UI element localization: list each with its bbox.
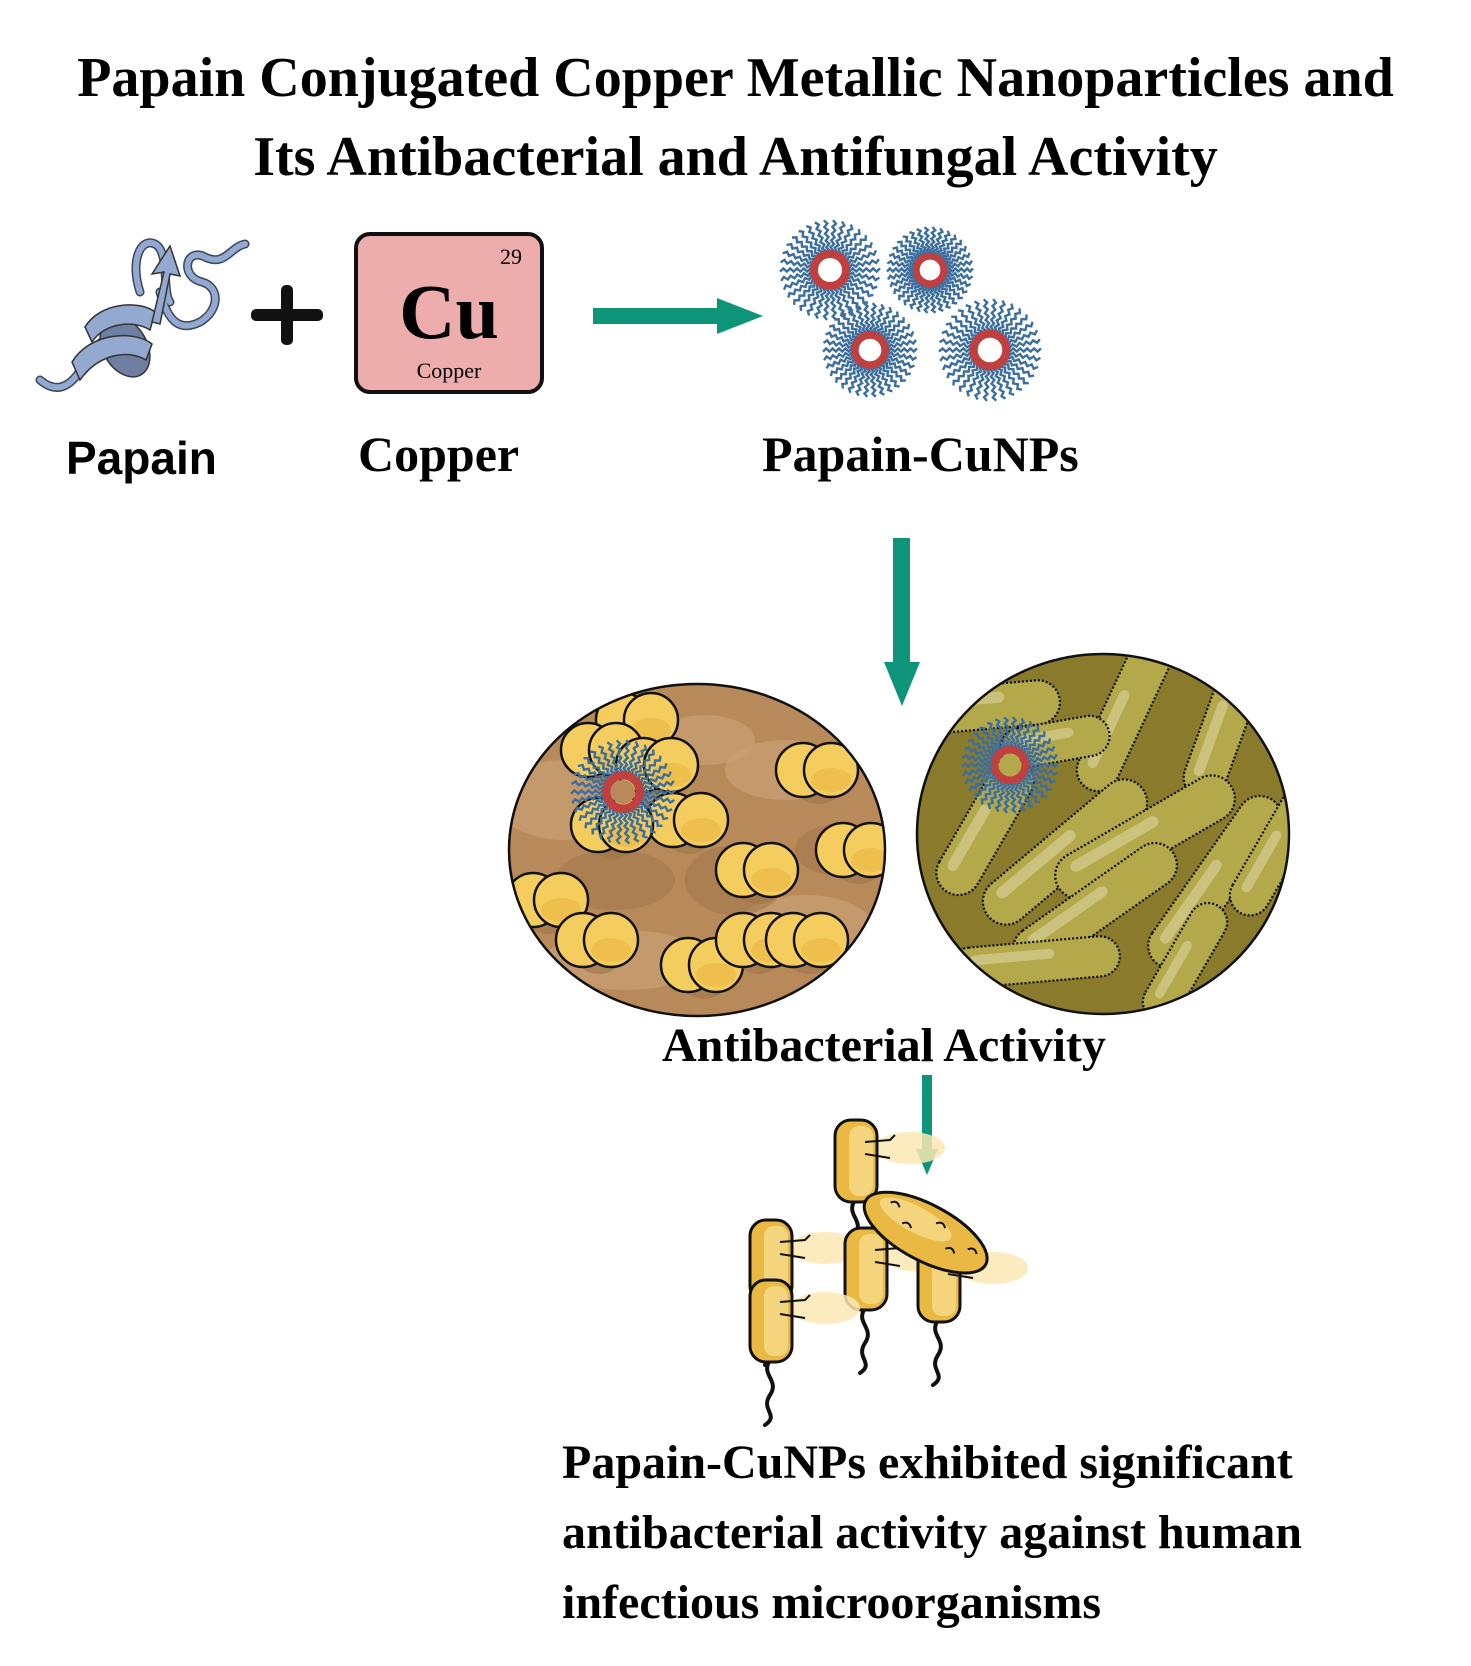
bacillus-cell: [1054, 774, 1236, 900]
nanoparticle-core: [990, 745, 1030, 785]
coccus-cell-pair: [764, 911, 850, 974]
papain-label: Papain: [66, 432, 217, 484]
bacillus-cell: [948, 935, 1122, 989]
bacillus-cell: [1141, 901, 1229, 1014]
element-name: Copper: [416, 358, 482, 383]
arrow-down-icon: [884, 538, 920, 706]
papain-cunps-nanoparticles: [779, 219, 1042, 402]
arrow-right-icon: [593, 298, 763, 334]
coccus-cell-pair: [714, 841, 800, 904]
nanoparticle-core: [602, 771, 644, 813]
papain-protein-icon: [35, 238, 250, 392]
nanoparticle-core: [969, 329, 1011, 371]
cocci-culture-panel: [507, 682, 887, 1018]
bacillus-cell: [1011, 841, 1179, 973]
fungal-cell: [862, 1190, 989, 1275]
papain-cunps-label: Papain-CuNPs: [762, 426, 1079, 482]
nanoparticle: [938, 298, 1042, 402]
conclusion-line-3: infectious microorganisms: [562, 1576, 1102, 1629]
conclusion-line-1: Papain-CuNPs exhibited significant: [562, 1436, 1293, 1489]
conclusion-text: Papain-CuNPs exhibited significant antib…: [562, 1428, 1302, 1638]
nanoparticle: [779, 219, 881, 321]
antibacterial-activity-label: Antibacterial Activity: [662, 1019, 1106, 1072]
nanoparticle-on-cocci: [570, 739, 676, 845]
nanoparticle-core: [810, 250, 850, 290]
coccus-cell-pair: [554, 911, 640, 974]
diagram-title-line-2: Its Antibacterial and Antifungal Activit…: [253, 126, 1218, 188]
nanoparticle-core: [912, 252, 948, 288]
diagram-title-line-1: Papain Conjugated Copper Metallic Nanopa…: [77, 47, 1394, 109]
element-symbol: Cu: [399, 268, 499, 355]
nanoparticle: [886, 226, 974, 314]
microorganisms-illustration: [748, 1118, 1028, 1427]
nanoparticle-core: [851, 331, 889, 369]
flagellated-bacterium: [748, 1278, 860, 1427]
nanoparticle: [822, 302, 918, 398]
atomic-number: 29: [500, 244, 522, 269]
coccus-cell-pair: [814, 821, 885, 884]
bacilli-culture-panel: [915, 652, 1291, 1016]
copper-element-tile: 29 Cu Copper: [354, 232, 544, 394]
bacillus-cell: [981, 778, 1149, 926]
coccus-cell-pair: [774, 741, 860, 804]
coccus-cell-pair: [509, 871, 590, 934]
conclusion-line-2: antibacterial activity against human: [562, 1506, 1302, 1559]
bacillus-cell: [1228, 787, 1289, 917]
copper-label: Copper: [358, 426, 520, 482]
nanoparticle-on-bacilli: [961, 716, 1059, 814]
bacillus-cell: [1147, 794, 1283, 970]
plus-icon: [251, 285, 323, 345]
